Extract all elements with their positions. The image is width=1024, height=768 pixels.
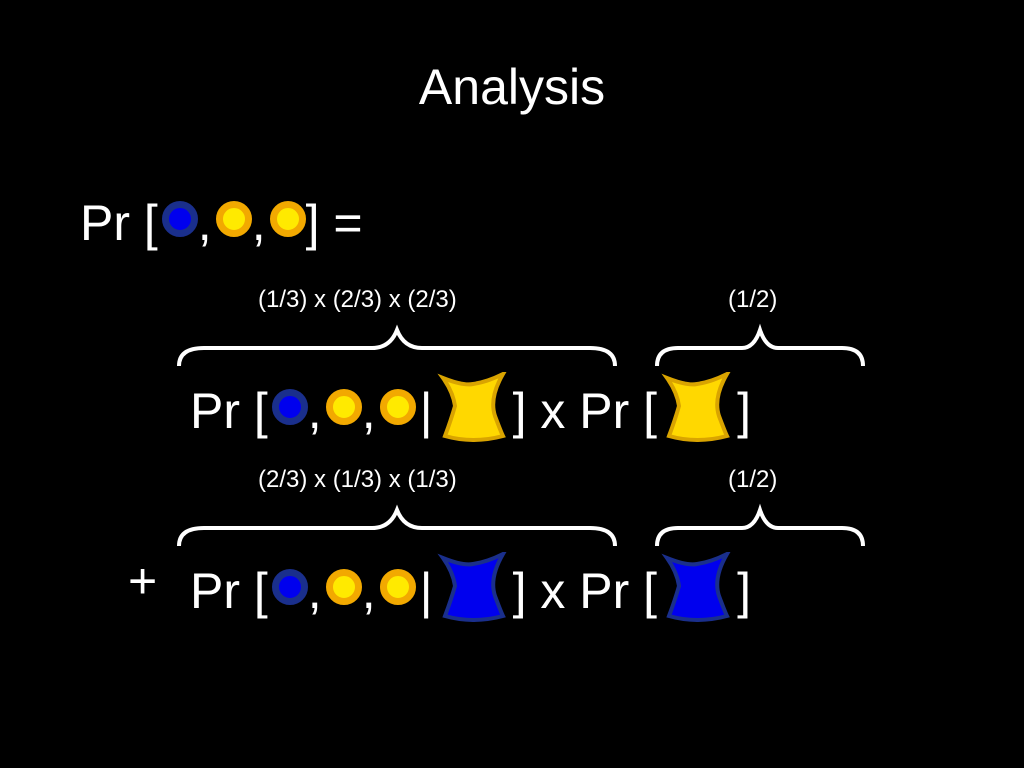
prior-annotation: (1/2) xyxy=(728,466,778,493)
yellow-ball-icon xyxy=(379,389,416,425)
pr-open: Pr [ xyxy=(80,195,158,251)
blue-ball-icon xyxy=(161,201,198,237)
pr-open: Pr [ xyxy=(190,563,268,619)
given-bar: | xyxy=(419,383,433,439)
factor: (1/3) xyxy=(407,466,457,493)
close-times-pr: ] x Pr [ xyxy=(512,383,658,439)
comma: , xyxy=(251,195,266,251)
yellow-urn-icon xyxy=(661,372,731,442)
comma: , xyxy=(361,383,376,439)
pr-close: ] xyxy=(737,563,751,619)
pr-open: Pr [ xyxy=(190,383,268,439)
brace-icon xyxy=(177,324,617,367)
yellow-ball-icon xyxy=(379,569,416,605)
close-times-pr: ] x Pr [ xyxy=(512,563,658,619)
factor: (2/3) x xyxy=(258,466,327,493)
comma: , xyxy=(361,563,376,619)
blue-ball-icon xyxy=(271,569,308,605)
term-2: Pr [ , , | ] x Pr [ ] xyxy=(190,552,751,626)
comma: , xyxy=(307,383,322,439)
yellow-urn-icon xyxy=(437,372,507,442)
brace-icon xyxy=(655,503,865,547)
plus-sign: + xyxy=(128,553,158,609)
prior-annotation: (1/2) xyxy=(728,286,778,313)
factor: (2/3) xyxy=(407,286,457,313)
term-1: Pr [ , , | ] x Pr [ ] xyxy=(190,372,751,446)
factor: (1/3) x xyxy=(332,466,401,493)
yellow-ball-icon xyxy=(215,201,252,237)
brace-icon xyxy=(655,323,865,367)
page-title: Analysis xyxy=(418,59,606,115)
equation-lhs: Pr [ , , ] = xyxy=(80,198,363,248)
pr-close-equals: ] = xyxy=(305,195,363,251)
yellow-ball-icon xyxy=(325,389,362,425)
comma: , xyxy=(307,563,322,619)
blue-urn-icon xyxy=(661,552,731,622)
yellow-ball-icon xyxy=(325,569,362,605)
factor: (1/3) x xyxy=(258,286,327,313)
yellow-ball-icon xyxy=(269,201,306,237)
likelihood-annotation: (2/3) x (1/3) x (1/3) xyxy=(258,468,457,492)
blue-urn-icon xyxy=(437,552,507,622)
pr-close: ] xyxy=(737,383,751,439)
blue-ball-icon xyxy=(271,389,308,425)
comma: , xyxy=(197,195,212,251)
likelihood-annotation: (1/3) x (2/3) x (2/3) xyxy=(258,288,457,312)
brace-icon xyxy=(177,504,617,547)
factor: (2/3) x xyxy=(332,286,401,313)
given-bar: | xyxy=(419,563,433,619)
